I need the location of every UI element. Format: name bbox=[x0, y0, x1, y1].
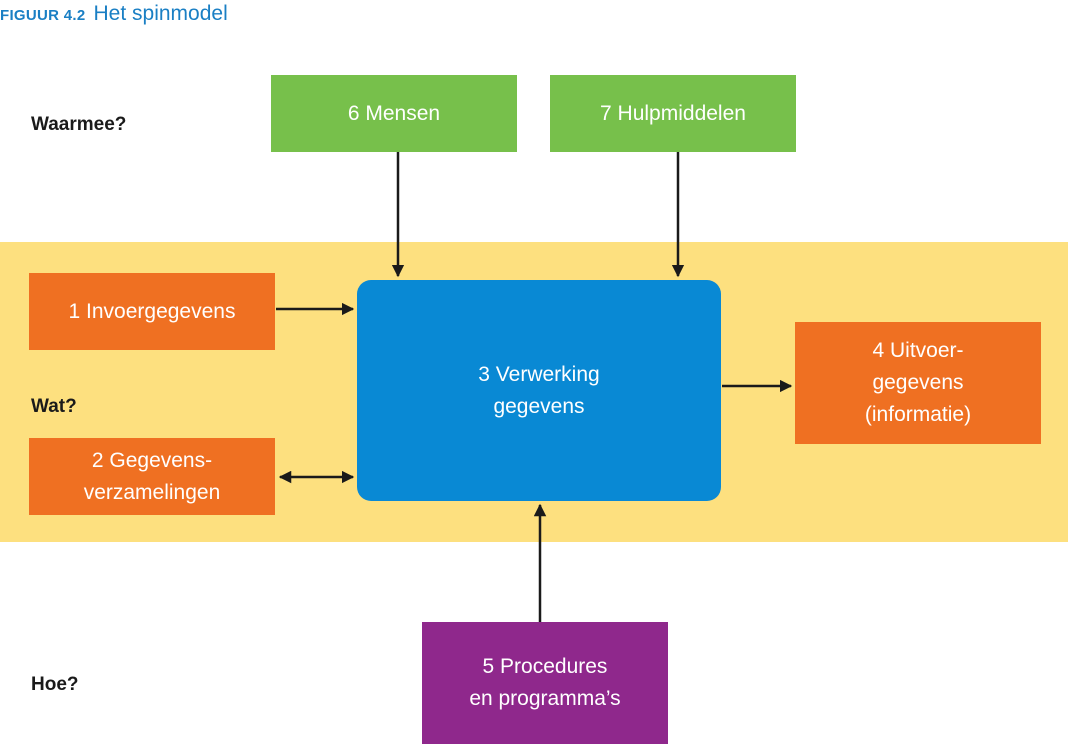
row-label-waarmee: Waarmee? bbox=[31, 114, 127, 135]
node-gegevensverzamelingen-label: 2 Gegevens- verzamelingen bbox=[83, 448, 221, 504]
node-verwerking: 3 Verwerking gegevens bbox=[357, 280, 721, 501]
figure-number: Figuur 4.2 bbox=[0, 7, 86, 24]
node-procedures: 5 Procedures en programma’s bbox=[422, 622, 668, 744]
node-gegevensverzamelingen: 2 Gegevens- verzamelingen bbox=[29, 438, 275, 515]
row-label-wat: Wat? bbox=[31, 396, 77, 417]
figure-caption: Figuur 4.2 Het spinmodel bbox=[0, 0, 228, 30]
row-label-hoe: Hoe? bbox=[31, 674, 79, 695]
node-hulpmiddelen-label: 7 Hulpmiddelen bbox=[600, 101, 746, 125]
node-procedures-label: 5 Procedures en programma’s bbox=[469, 655, 621, 710]
node-invoergegevens: 1 Invoergegevens bbox=[29, 273, 275, 350]
node-mensen-label: 6 Mensen bbox=[347, 101, 441, 125]
node-mensen: 6 Mensen bbox=[271, 75, 517, 152]
node-hulpmiddelen: 7 Hulpmiddelen bbox=[550, 75, 796, 152]
node-invoergegevens-label: 1 Invoergegevens bbox=[68, 299, 236, 323]
node-verwerking-label: 3 Verwerking gegevens bbox=[478, 362, 600, 418]
figure-title: Het spinmodel bbox=[93, 2, 228, 25]
node-uitvoergegevens-label: 4 Uitvoer- gegevens (informatie) bbox=[864, 339, 972, 426]
node-uitvoergegevens: 4 Uitvoer- gegevens (informatie) bbox=[795, 322, 1041, 444]
